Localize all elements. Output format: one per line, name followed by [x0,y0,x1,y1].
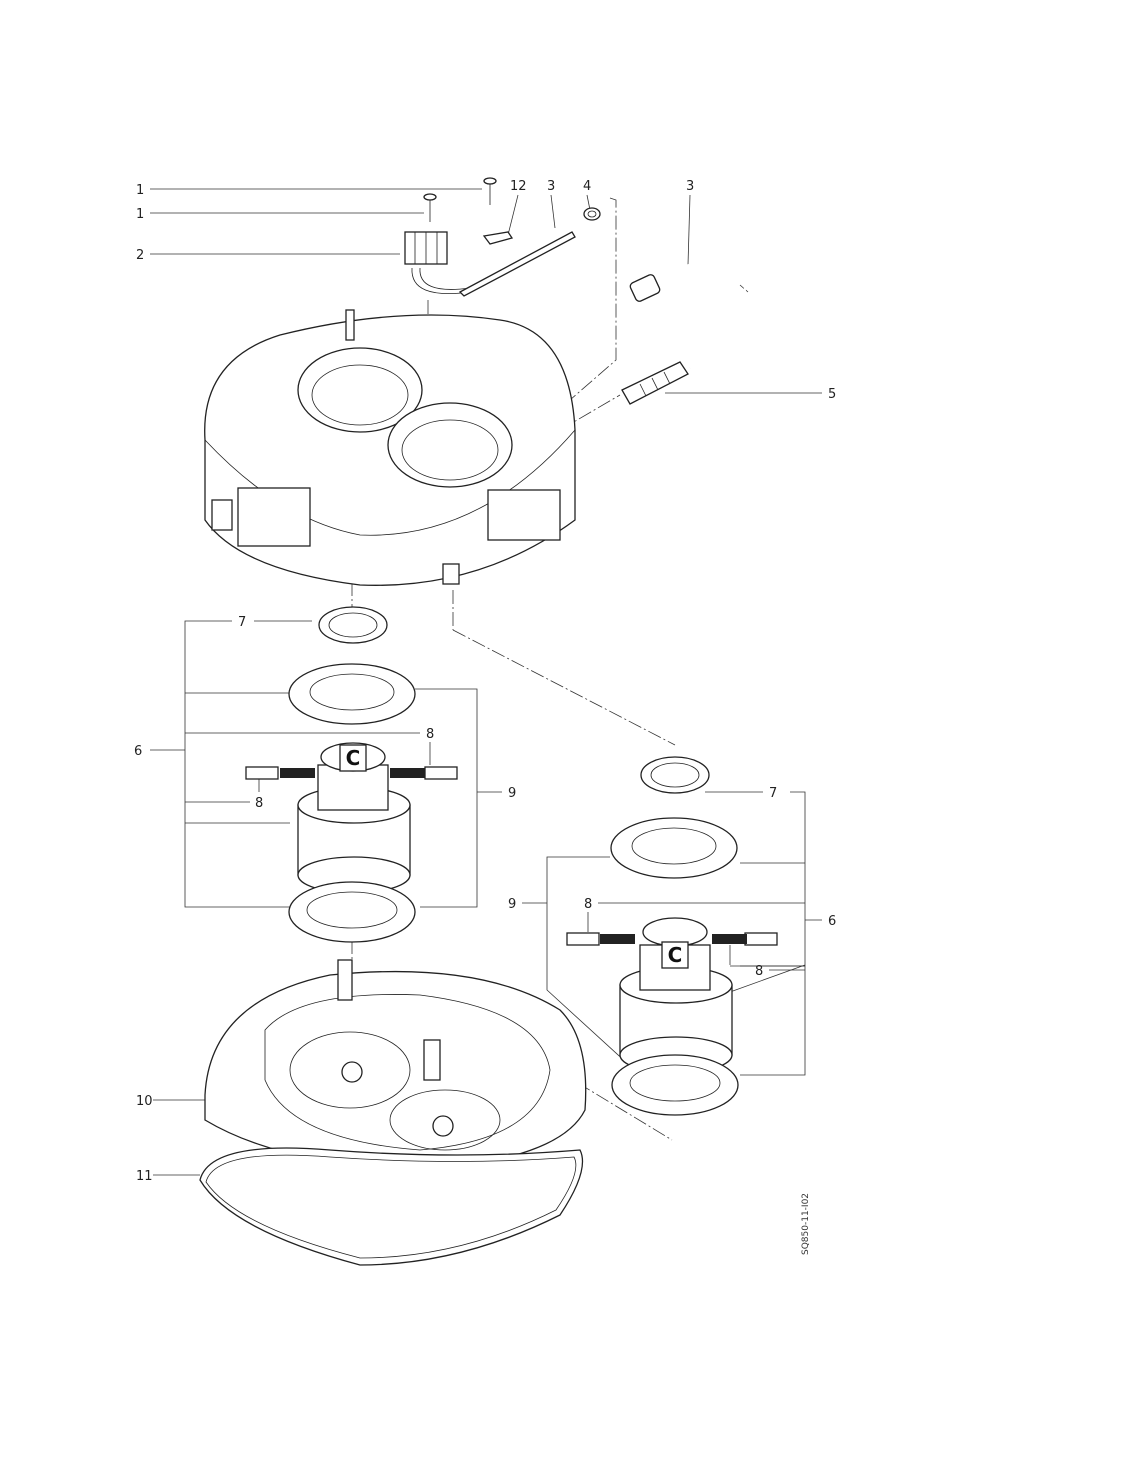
callout-8-right: 8 [584,897,592,912]
callout-8-right: 8 [755,964,763,979]
callout-8: 8 [426,727,434,742]
power-cord-3 [629,259,746,369]
upper-housing [204,309,576,586]
callout-9-right: 9 [508,897,516,912]
terminal-block-2 [404,231,471,294]
screw-1b [423,193,437,222]
nut-4 [583,207,601,221]
leader-lines [150,188,822,1176]
motor-badge-right: C [668,943,683,967]
callout-7-right: 7 [769,786,777,801]
cable-clamp-12 [482,231,514,245]
motor-assembly-right [566,756,778,1116]
callout-2: 2 [136,248,144,263]
callout-3-cord: 3 [686,179,694,194]
motor-assembly-left [245,606,458,943]
callout-11: 11 [136,1169,153,1184]
callout-8: 8 [255,796,263,811]
callout-1: 1 [136,183,144,198]
callout-12: 12 [510,179,527,194]
lower-housing-10 [204,959,587,1171]
callout-10: 10 [136,1094,153,1109]
callout-1: 1 [136,207,144,222]
callout-9: 9 [508,786,516,801]
screw-1a [483,177,497,205]
callout-labels: 1 1 2 12 3 4 3 5 7 6 8 8 9 7 9 8 6 8 10 … [134,179,836,1184]
strain-relief-5 [621,361,689,405]
callout-4: 4 [583,179,591,194]
motor-badge-left: C [346,746,361,770]
callout-3: 3 [547,179,555,194]
gasket-11 [199,1147,584,1266]
drawing-code: SQ850-11-I02 [801,1193,811,1255]
callout-6: 6 [134,744,142,759]
cable-3 [458,231,576,297]
callout-6-right: 6 [828,914,836,929]
callout-5: 5 [828,387,836,402]
callout-7: 7 [238,615,246,630]
